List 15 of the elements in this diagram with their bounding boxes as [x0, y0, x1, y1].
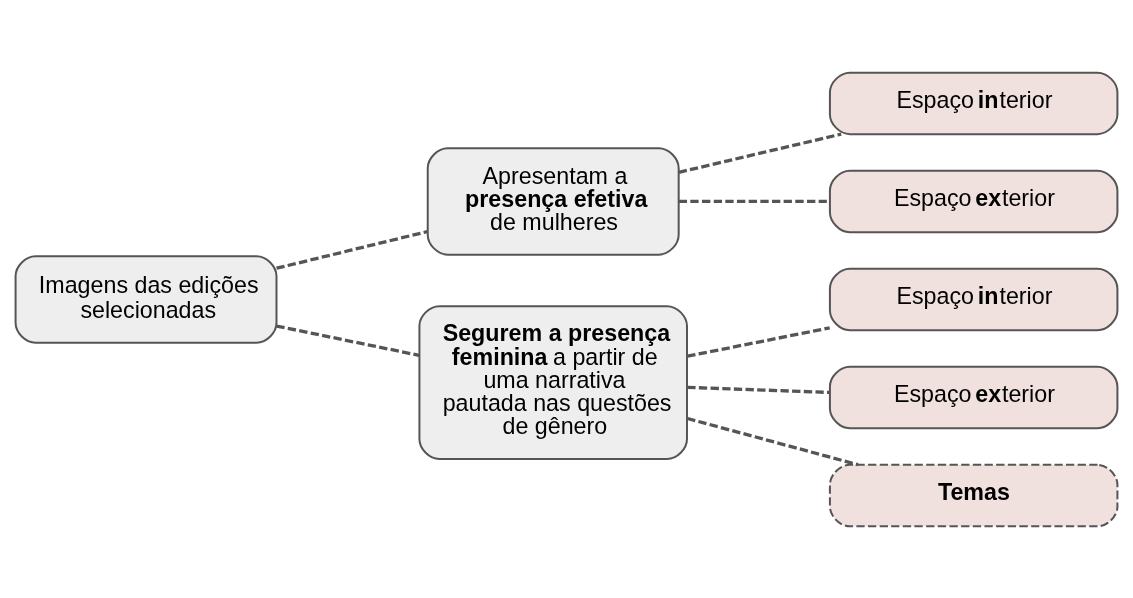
node-box: Espaço interior: [828, 71, 1119, 135]
node-box: Segurem a presença feminina a partir de uma narrativa pautada nas questões de gênero: [418, 304, 688, 460]
connector: [678, 132, 842, 174]
node-box: Espaço exterior: [828, 169, 1119, 233]
connector: [687, 385, 830, 394]
node-box: Imagens das edições selecionadas: [14, 254, 278, 344]
connector: [276, 229, 428, 270]
connector: [687, 325, 831, 358]
connector: [687, 416, 859, 466]
connector: [678, 199, 830, 203]
node-box: Espaço exterior: [828, 365, 1119, 429]
node-box: Espaço interior: [828, 267, 1119, 331]
node-box: Temas: [828, 463, 1119, 527]
connector: [276, 323, 420, 357]
node-box: Apresentam a presença efetiva de mulheres: [426, 146, 680, 256]
